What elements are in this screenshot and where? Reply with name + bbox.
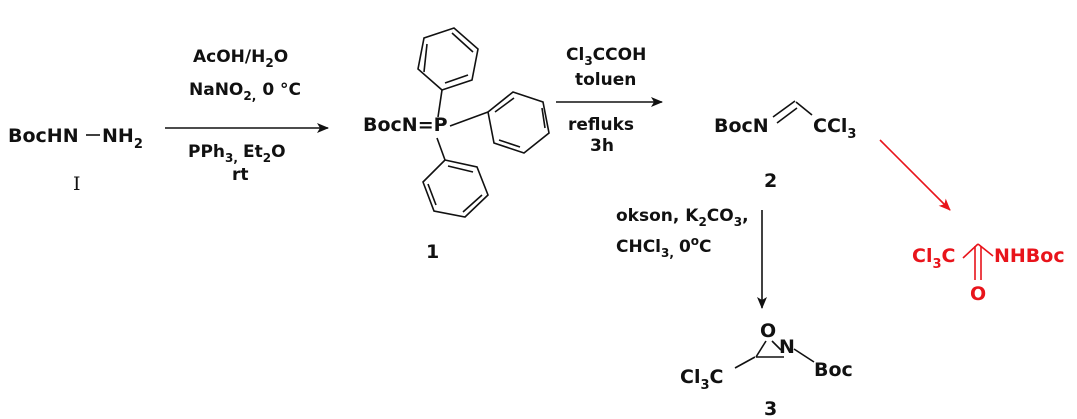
step2-line2: toluen bbox=[575, 70, 636, 90]
start-right: NH2 bbox=[102, 125, 143, 152]
ch-cc-bond bbox=[795, 101, 813, 116]
step1: AcOH/H2O NaNO2,0 °C PPh3,Et2O rt bbox=[165, 47, 329, 185]
step1-line2: NaNO2,0 °C bbox=[189, 80, 301, 103]
compound3-left: Cl3C bbox=[680, 366, 723, 393]
p-bond-right bbox=[449, 111, 489, 127]
step1-line1: AcOH/H2O bbox=[193, 47, 288, 70]
n-boc-bond bbox=[793, 348, 815, 363]
step2-line4: 3h bbox=[590, 136, 614, 156]
compound1-label: 1 bbox=[426, 241, 439, 263]
compound3-boc: Boc bbox=[814, 359, 853, 381]
phenyl-ring-bottom bbox=[422, 159, 489, 218]
compound-2: BocN CCl3 2 bbox=[714, 100, 856, 192]
compound2-label: 2 bbox=[764, 170, 777, 192]
compound2-right: CCl3 bbox=[813, 115, 856, 142]
side-product-right: NHBoc bbox=[994, 245, 1065, 267]
start-left: BocHN bbox=[8, 125, 79, 147]
side-product: Cl3C NHBoc O bbox=[879, 139, 1065, 305]
ring-bond-on bbox=[771, 340, 782, 351]
imine-bond-inner bbox=[776, 107, 798, 124]
step2: Cl3CCOH toluen refluks 3h bbox=[556, 45, 663, 156]
side-product-o: O bbox=[970, 283, 986, 305]
compound1-name: BocN=P bbox=[363, 114, 448, 136]
starting-material: BocHN NH2 I bbox=[8, 125, 143, 195]
compound2-left: BocN bbox=[714, 115, 769, 137]
ring-bond-co bbox=[755, 340, 767, 358]
compound-3: O N Boc Cl3C 3 bbox=[680, 320, 853, 419]
oxaziridine-o: O bbox=[760, 320, 776, 342]
phenyl-ring-top bbox=[417, 27, 479, 91]
oxaziridine-n: N bbox=[779, 336, 795, 358]
c-ccl3-bond bbox=[734, 356, 756, 369]
side-product-arrow bbox=[879, 139, 951, 211]
side-product-left: Cl3C bbox=[912, 245, 955, 272]
compound3-label: 3 bbox=[764, 398, 777, 419]
step3: okson, K2CO3, CHCl3,0oC bbox=[616, 206, 767, 309]
p-bond-bottom bbox=[436, 137, 446, 161]
compound-1: BocN=P 1 bbox=[363, 27, 550, 263]
step1-line4: rt bbox=[232, 165, 249, 185]
step2-line1: Cl3CCOH bbox=[566, 45, 646, 68]
step2-line3: refluks bbox=[568, 115, 634, 135]
step1-line3: PPh3,Et2O bbox=[188, 142, 286, 165]
p-bond-top bbox=[437, 89, 443, 118]
imine-bond-outer bbox=[772, 100, 796, 118]
phenyl-ring-right bbox=[487, 91, 550, 154]
start-label: I bbox=[73, 173, 81, 195]
step3-line1: okson, K2CO3, bbox=[616, 206, 749, 229]
step3-line2: CHCl3,0oC bbox=[616, 234, 712, 260]
